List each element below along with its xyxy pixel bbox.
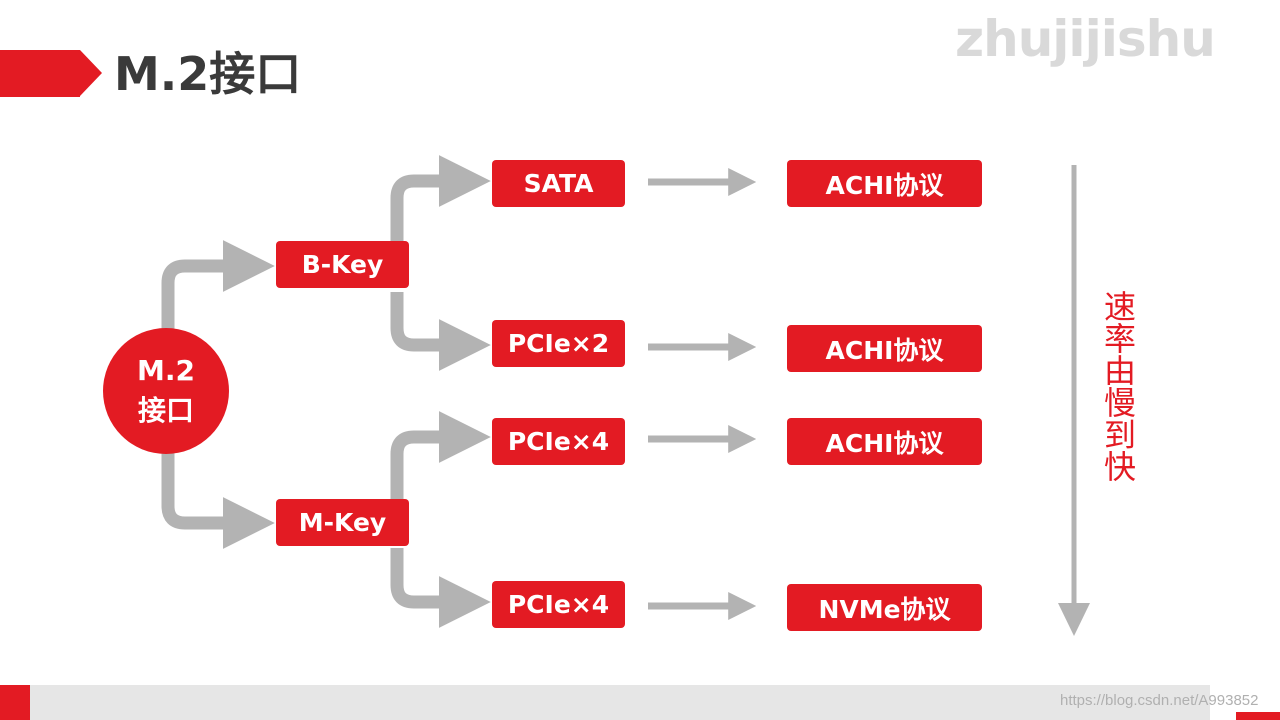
arrow-bkey-to-pcie2 <box>390 292 491 371</box>
root-node-line1: M.2 <box>137 354 195 387</box>
footer-bar <box>0 685 1210 720</box>
arrow-mkey-to-pcie4b <box>390 548 491 628</box>
page-title: M.2接口 <box>114 47 302 101</box>
watermark-text: zhujijishu <box>955 10 1216 68</box>
speed-label: 速率由慢到快 <box>1099 290 1137 482</box>
footer-accent-right <box>1236 712 1280 720</box>
node-interface-pcie-x4-b: PCIe×4 <box>492 581 625 628</box>
node-protocol-1: ACHI协议 <box>787 160 982 207</box>
node-m-key: M-Key <box>276 499 409 546</box>
source-url: https://blog.csdn.net/A993852 <box>1060 692 1259 709</box>
node-protocol-3: ACHI协议 <box>787 418 982 465</box>
root-node-line2: 接口 <box>137 394 194 427</box>
footer-accent-left <box>0 685 30 720</box>
title-accent-bar <box>0 50 80 97</box>
node-interface-pcie-x4-a: PCIe×4 <box>492 418 625 465</box>
arrow-root-to-mkey <box>161 442 275 549</box>
title-accent-arrow <box>80 50 102 96</box>
node-b-key: B-Key <box>276 241 409 288</box>
root-node-m2: M.2 接口 <box>103 328 229 454</box>
arrow-root-to-bkey <box>161 240 275 340</box>
arrow-mkey-to-pcie4a <box>390 411 491 500</box>
arrow-bkey-to-sata <box>390 155 491 242</box>
node-protocol-2: ACHI协议 <box>787 325 982 372</box>
speed-arrow-head <box>1058 603 1090 636</box>
node-interface-pcie-x2: PCIe×2 <box>492 320 625 367</box>
node-interface-sata: SATA <box>492 160 625 207</box>
node-protocol-4: NVMe协议 <box>787 584 982 631</box>
